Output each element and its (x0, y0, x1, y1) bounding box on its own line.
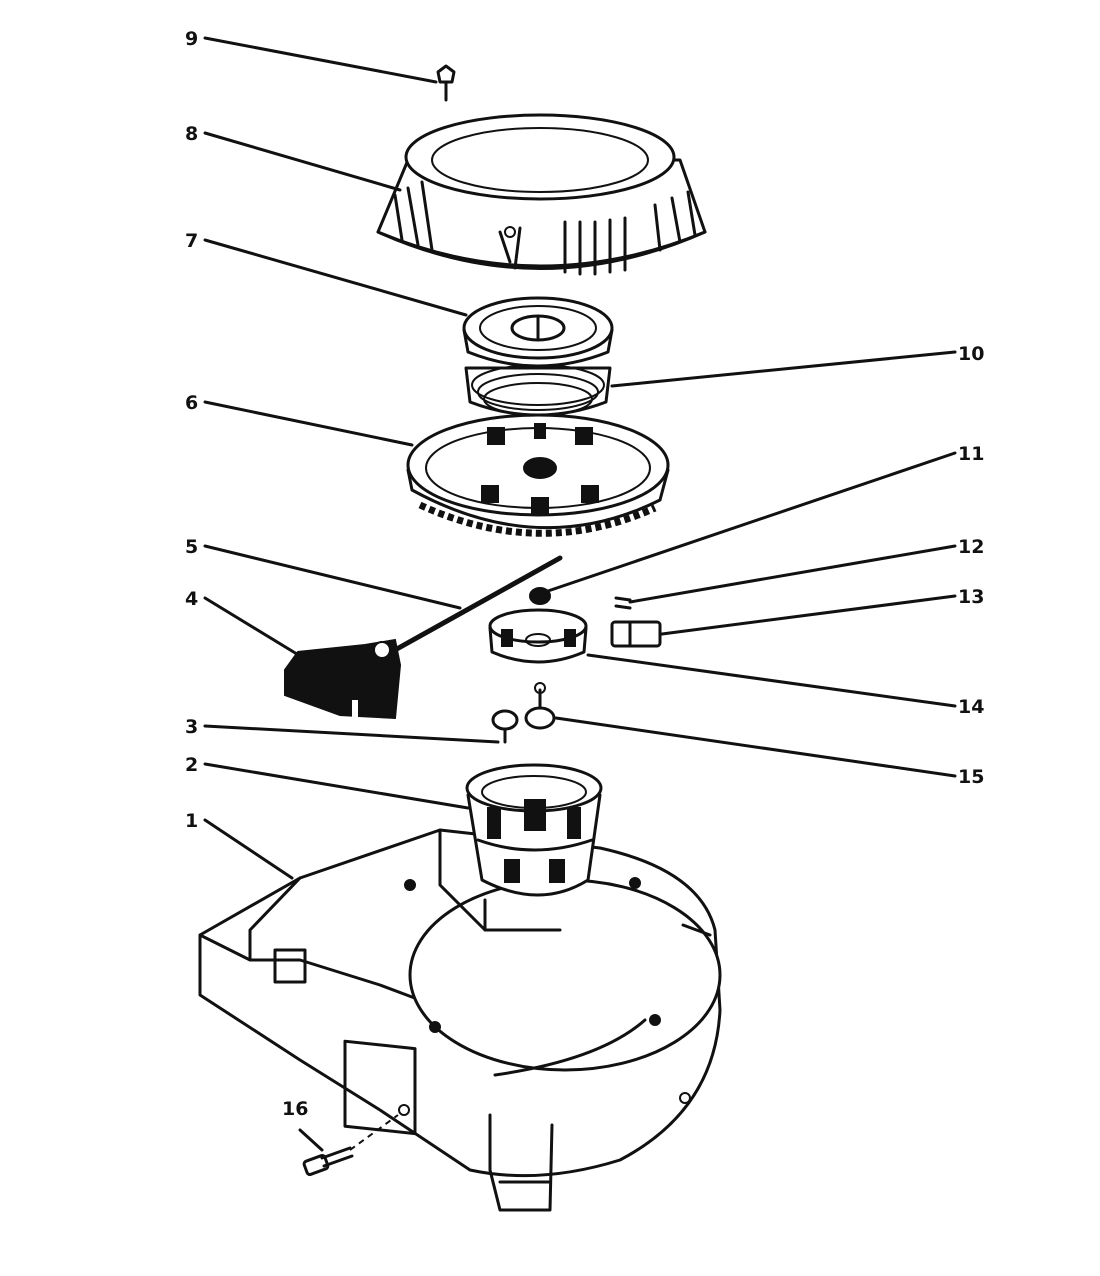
part-pulley (406, 413, 670, 537)
part-ratchet-cup (465, 763, 603, 897)
callout-14: 14 (958, 696, 984, 718)
part-pawl-and-screw (491, 682, 556, 744)
callout-8: 8 (185, 123, 198, 145)
part-bolt (302, 1104, 410, 1176)
part-housing (198, 828, 722, 1212)
callout-11: 11 (958, 443, 984, 465)
callout-5: 5 (185, 536, 198, 558)
callout-labels: 9 8 7 10 6 11 12 5 13 4 14 3 15 2 1 16 (185, 28, 984, 1120)
callout-15: 15 (958, 766, 984, 788)
part-clip-and-bushing (610, 596, 662, 648)
part-recoil-spring (464, 364, 612, 417)
part-top-screw (436, 64, 456, 102)
callout-1: 1 (185, 810, 198, 832)
callout-4: 4 (185, 588, 198, 610)
part-starter-handle (284, 638, 402, 720)
leader-lines (203, 36, 957, 1152)
part-spring-cover (462, 296, 614, 368)
callout-9: 9 (185, 28, 198, 50)
part-starter-rope (392, 555, 563, 653)
callout-16: 16 (282, 1098, 308, 1120)
callout-10: 10 (958, 343, 984, 365)
part-retainer (488, 608, 588, 664)
callout-12: 12 (958, 536, 984, 558)
part-starter-cover (376, 113, 707, 276)
callout-2: 2 (185, 754, 198, 776)
callout-6: 6 (185, 392, 198, 414)
callout-13: 13 (958, 586, 984, 608)
callout-7: 7 (185, 230, 198, 252)
callout-3: 3 (185, 716, 198, 738)
